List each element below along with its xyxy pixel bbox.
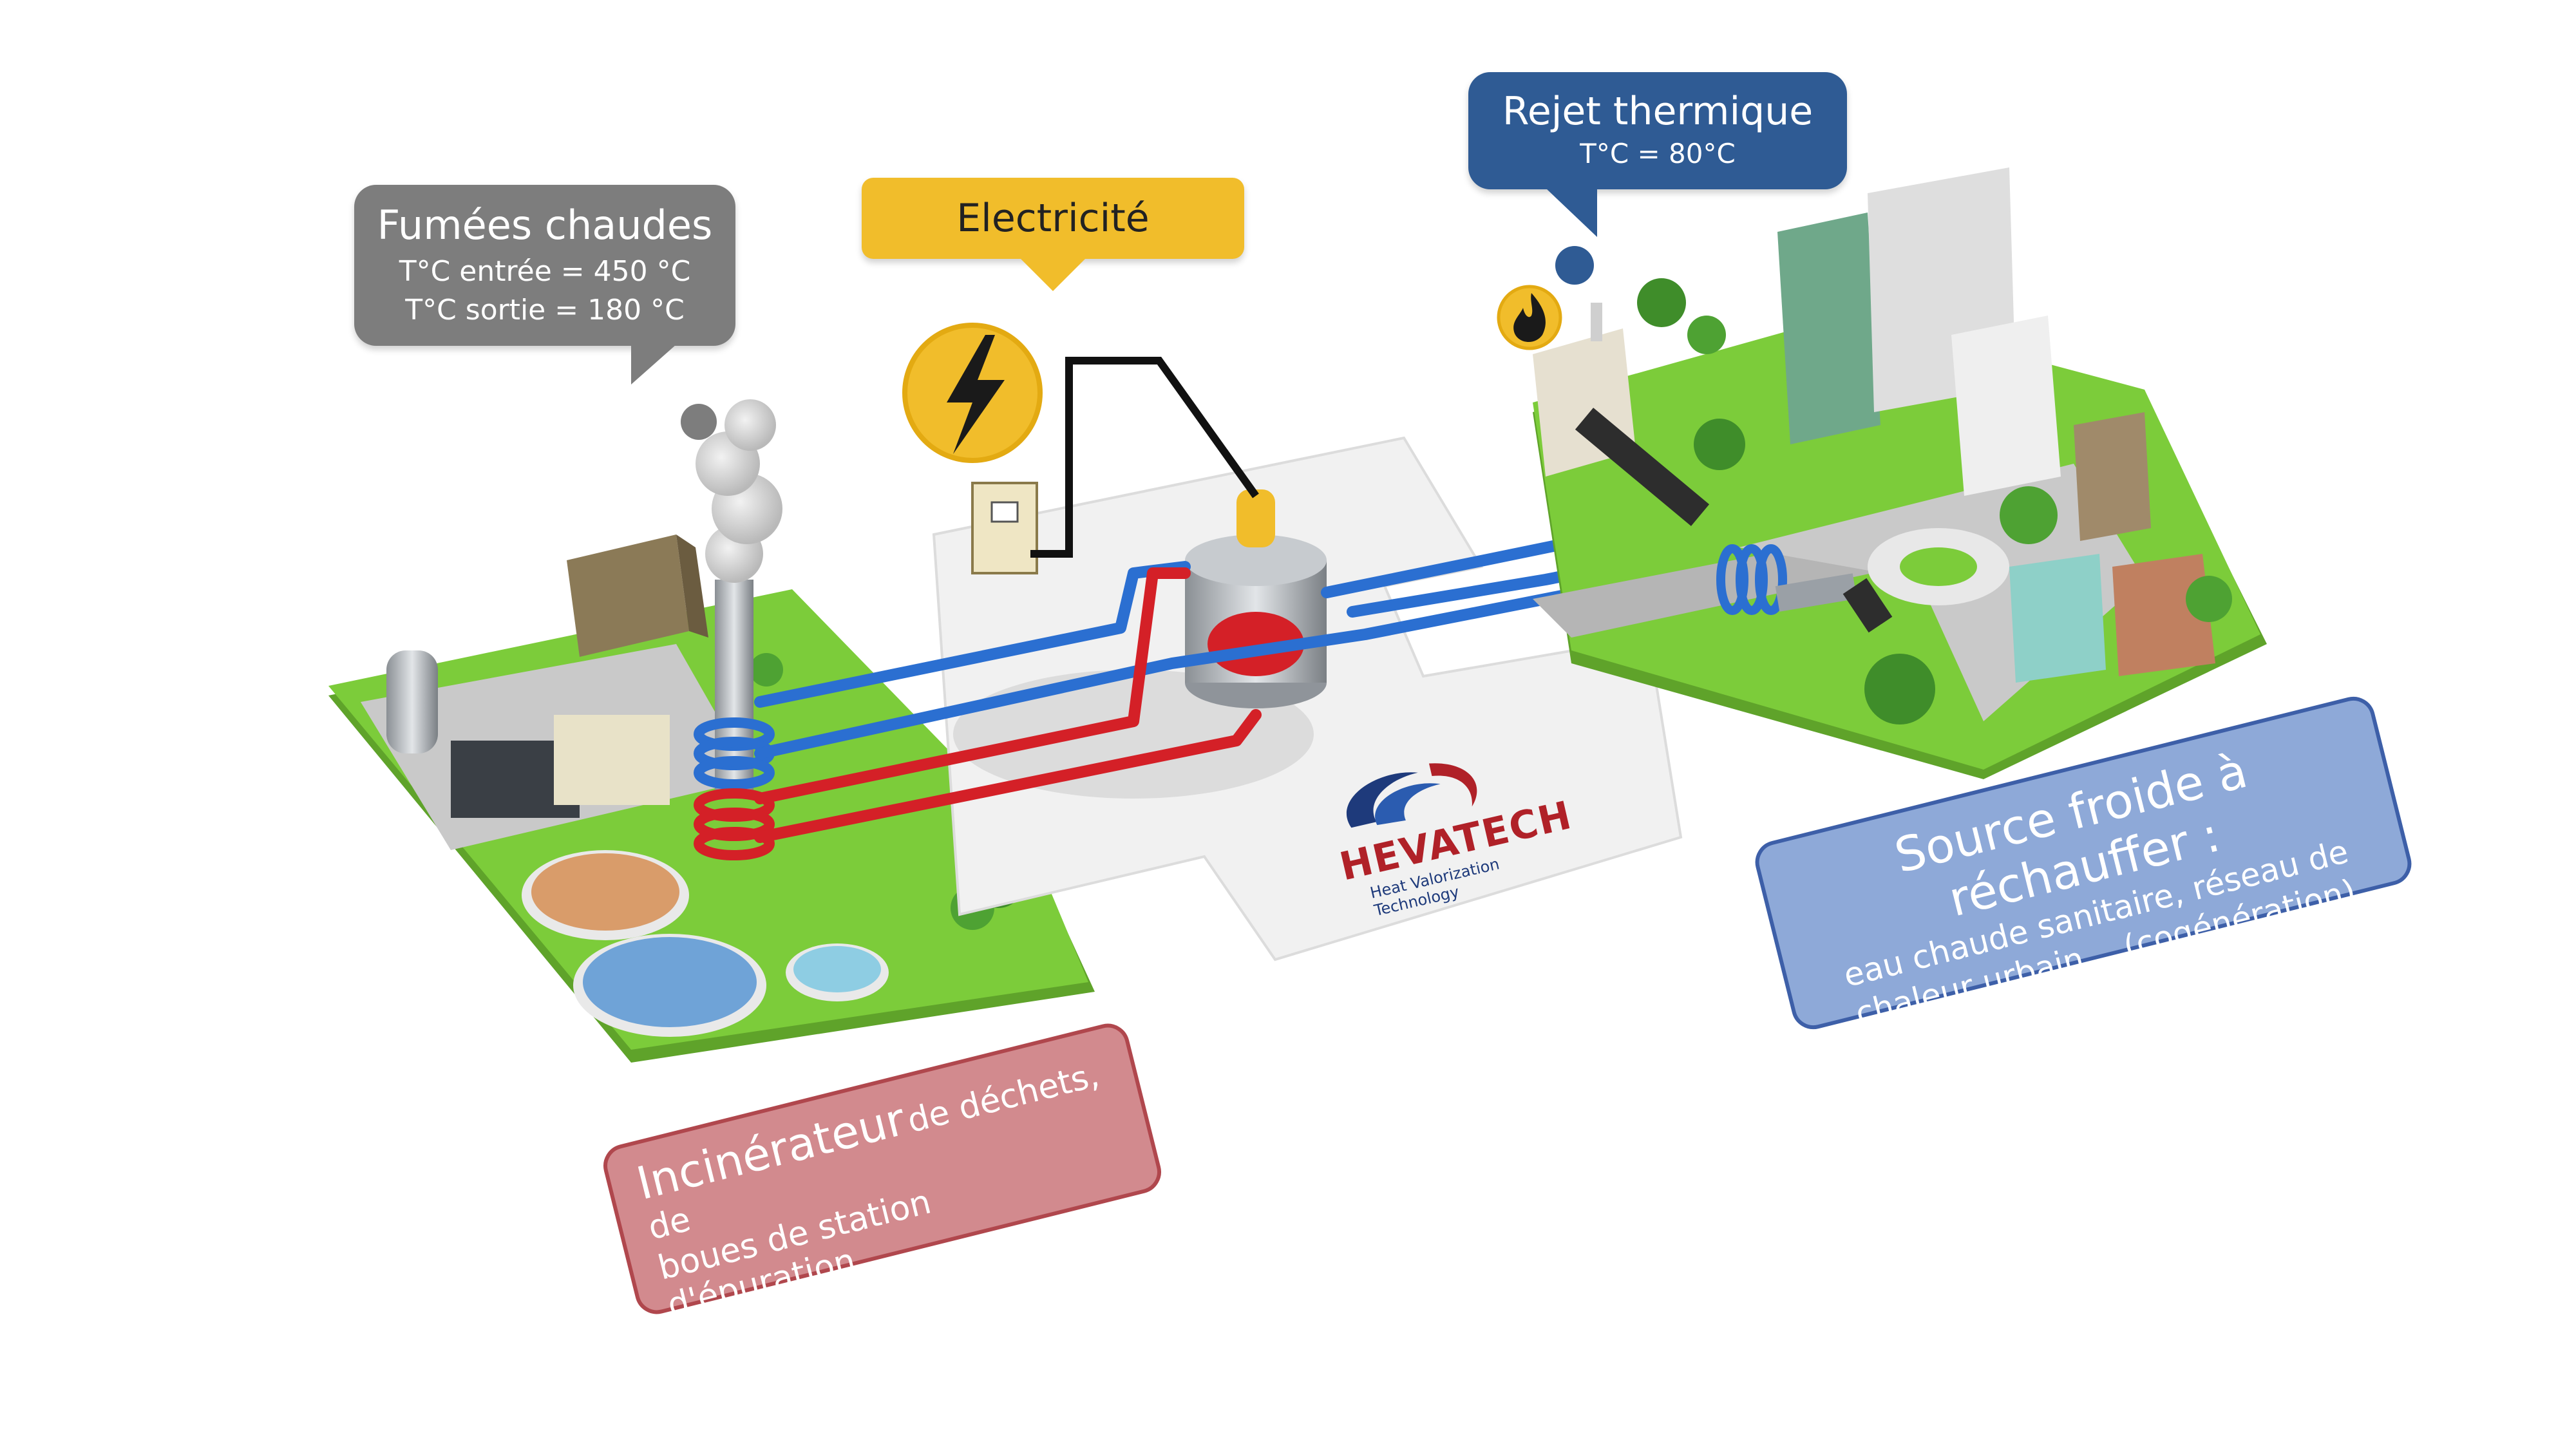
hevatech-platform — [902, 323, 1683, 961]
electricite-callout: Electricité — [862, 178, 1244, 291]
rejet-temperature: T°C = 80°C — [1580, 138, 1736, 169]
incinerator-site — [328, 399, 1095, 1063]
hevatech-swirl-icon — [1347, 763, 1477, 828]
rejet-title: Rejet thermique — [1502, 89, 1814, 134]
fumees-entree: T°C entrée = 450 °C — [399, 255, 691, 288]
rejet-thermique-callout: Rejet thermique T°C = 80°C — [1468, 72, 1847, 237]
fumees-chaudes-callout: Fumées chaudes T°C entrée = 450 °C T°C s… — [354, 185, 735, 384]
lightning-icon — [902, 323, 1043, 463]
electricite-title: Electricité — [956, 196, 1150, 241]
flame-icon — [1497, 285, 1562, 350]
hevatech-logo: HEVATECH Heat Valorization Technology — [1288, 728, 1577, 921]
fumees-sortie: T°C sortie = 180 °C — [405, 294, 685, 327]
fumees-title: Fumées chaudes — [377, 202, 713, 249]
city-site — [1497, 167, 2267, 779]
